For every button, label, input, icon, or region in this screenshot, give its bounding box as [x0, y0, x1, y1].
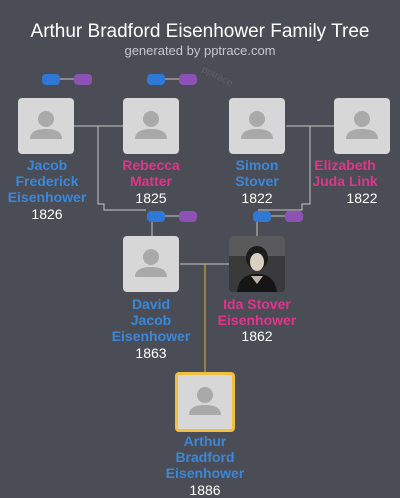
parents-toggle-rebecca-alt[interactable] [179, 74, 197, 85]
person-placeholder-icon [135, 249, 167, 277]
avatar-arthur[interactable] [175, 372, 235, 432]
avatar-ida[interactable] [229, 236, 285, 292]
year-david: 1863 [135, 345, 167, 361]
avatar-david[interactable] [123, 236, 179, 292]
parents-toggle-jacob[interactable] [42, 74, 60, 85]
portrait-photo-icon [229, 236, 285, 292]
parents-toggle-rebecca[interactable] [147, 74, 165, 85]
tree-title: Arthur Bradford Eisenhower Family Tree [30, 21, 370, 42]
avatar-elizabeth[interactable] [334, 98, 390, 154]
year-rebecca: 1825 [135, 190, 167, 206]
year-arthur: 1886 [189, 482, 221, 498]
name-elizabeth[interactable]: Elizabeth Juda Link [312, 157, 378, 189]
person-placeholder-icon [30, 111, 62, 139]
name-rebecca[interactable]: Rebecca Matter [122, 157, 180, 189]
avatar-jacob[interactable] [18, 98, 74, 154]
tree-subtitle: generated by pptrace.com [124, 43, 276, 58]
parents-toggle-david-alt[interactable] [179, 211, 197, 222]
avatar-rebecca[interactable] [123, 98, 179, 154]
connector-jacob-rebecca-down [97, 126, 146, 211]
avatar-simon[interactable] [229, 98, 285, 154]
person-placeholder-icon [135, 111, 167, 139]
person-placeholder-icon [346, 111, 378, 139]
connector-simon-elizabeth-down [258, 126, 311, 211]
parents-toggle-ida[interactable] [253, 211, 271, 222]
parents-toggle-david[interactable] [147, 211, 165, 222]
name-jacob[interactable]: Jacob Frederick Eisenhower [7, 157, 87, 205]
person-placeholder-icon [189, 387, 221, 415]
name-arthur[interactable]: Arthur Bradford Eisenhower [165, 433, 245, 481]
name-ida[interactable]: Ida Stover Eisenhower [217, 296, 297, 328]
parents-toggle-jacob-alt[interactable] [74, 74, 92, 85]
year-ida: 1862 [241, 328, 273, 344]
name-simon[interactable]: Simon Stover [235, 157, 279, 189]
year-simon: 1822 [241, 190, 273, 206]
person-placeholder-icon [241, 111, 273, 139]
name-david[interactable]: David Jacob Eisenhower [111, 296, 191, 344]
year-jacob: 1826 [31, 206, 63, 222]
year-elizabeth: 1822 [346, 190, 378, 206]
parents-toggle-ida-alt[interactable] [285, 211, 303, 222]
